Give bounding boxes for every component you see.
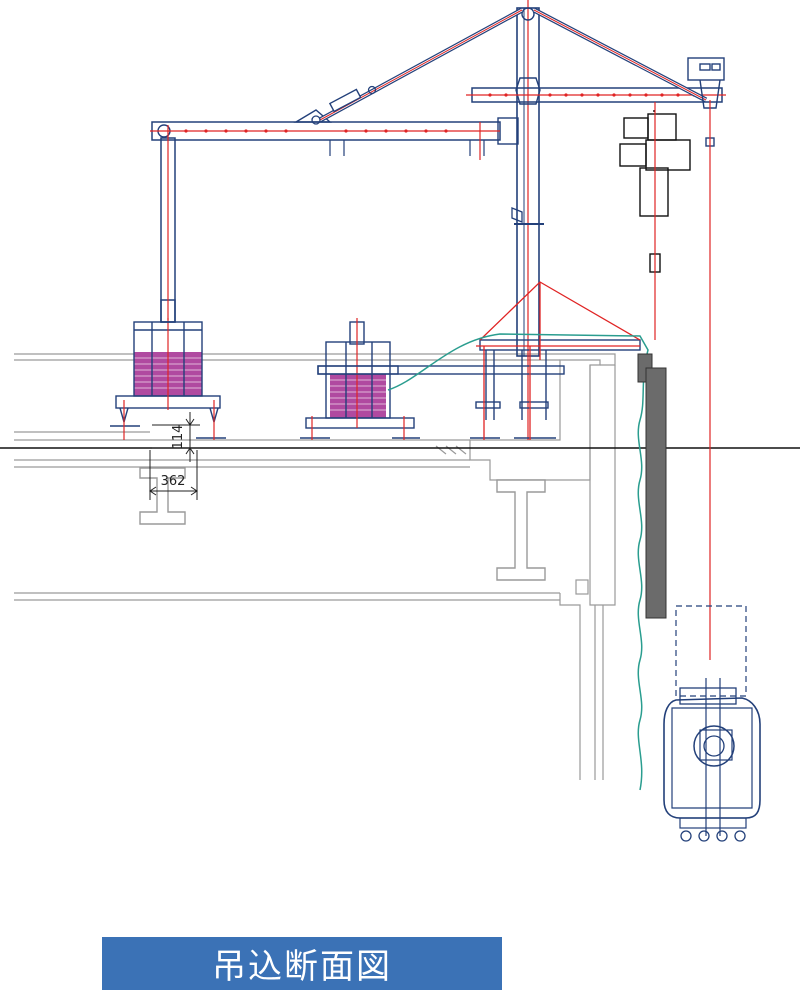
electric-hoist: [619, 110, 691, 273]
width-dimension-label: 362: [161, 474, 186, 489]
tag-line: [387, 333, 649, 791]
left-arm-and-post: [150, 109, 519, 323]
base-frame: [317, 281, 641, 440]
facade-panel: [637, 353, 667, 619]
suspended-cage: [663, 605, 761, 842]
dimension-annotations: [149, 412, 200, 500]
drawing-caption: 吊込断面図: [102, 937, 502, 990]
tie-rods: [311, 7, 708, 125]
upper-jib: [466, 87, 726, 103]
i-beam-left: [139, 467, 186, 525]
building-structure: [14, 353, 616, 780]
counterweight-stand-middle: [300, 318, 420, 440]
height-dimension-label: 114: [171, 425, 186, 450]
counterweight-stand-left: [110, 318, 226, 440]
i-beam-right: [496, 479, 546, 581]
